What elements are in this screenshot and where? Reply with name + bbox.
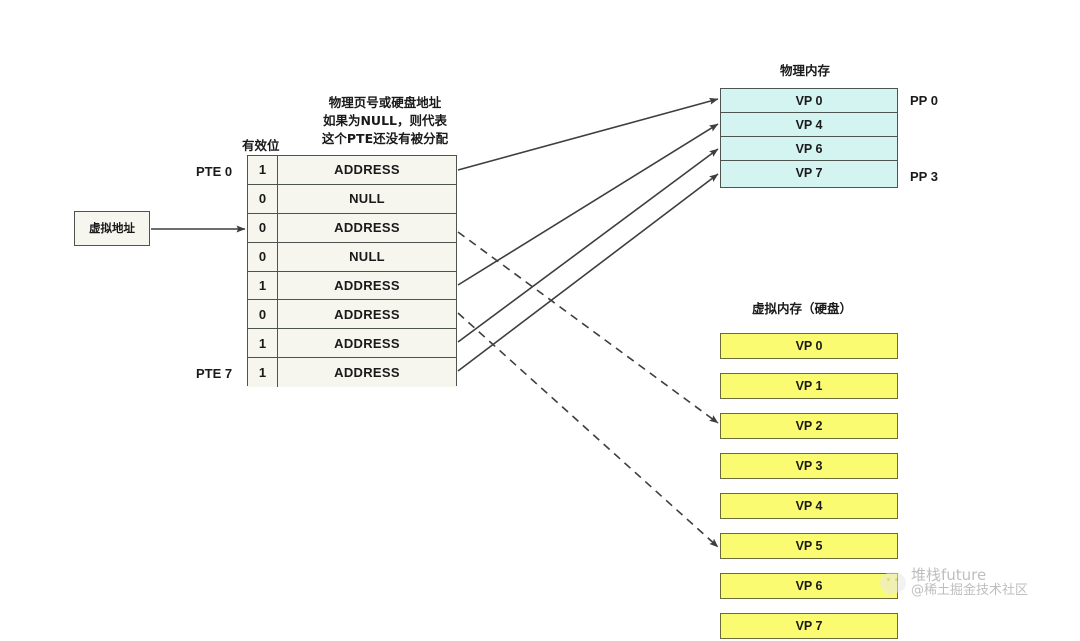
pte-address-value: ADDRESS <box>278 329 456 358</box>
pte-address-value: ADDRESS <box>278 300 456 329</box>
watermark-line-2: @稀土掘金技术社区 <box>911 582 1029 598</box>
arrow-pte4-to-pp1 <box>457 123 719 286</box>
virtual-page-block: VP 4 <box>720 493 898 519</box>
virtual-page-block: VP 5 <box>720 533 898 559</box>
physical-frame-last-label: PP 3 <box>910 169 938 184</box>
pte-address-value: NULL <box>278 184 456 213</box>
arrow-pte7-to-pp3 <box>457 173 719 372</box>
physical-frame-first-label: PP 0 <box>910 93 938 108</box>
virtual-page-block: VP 1 <box>720 373 898 399</box>
pte-address-value: ADDRESS <box>278 213 456 242</box>
pte-valid-bit: 1 <box>248 358 278 387</box>
valid-bit-header: 有效位 <box>242 138 280 153</box>
pte-valid-bit: 1 <box>248 271 278 300</box>
virtual-page-block: VP 0 <box>720 333 898 359</box>
physical-page-frame: VP 0 <box>721 89 897 114</box>
virtual-page-block: VP 7 <box>720 613 898 639</box>
pte-valid-bit: 1 <box>248 156 278 184</box>
arrow-pte6-to-pp2 <box>457 148 719 343</box>
watermark: 堆栈future @稀土掘金技术社区 <box>880 566 1029 598</box>
pte-last-label: PTE 7 <box>196 366 233 381</box>
pte-valid-bit: 1 <box>248 329 278 358</box>
arrow-pte5-to-disk-vp5 <box>457 312 719 548</box>
physical-memory-title: 物理内存 <box>780 63 831 78</box>
pte-valid-bit: 0 <box>248 184 278 213</box>
pte-valid-bit: 0 <box>248 242 278 271</box>
pte-address-value: ADDRESS <box>278 358 456 387</box>
address-note-line-1: 物理页号或硬盘地址 <box>328 95 442 110</box>
pte-valid-bit: 0 <box>248 300 278 329</box>
pte-first-label: PTE 0 <box>196 164 233 179</box>
pte-valid-bit: 0 <box>248 213 278 242</box>
wechat-icon <box>880 572 906 598</box>
address-note-line-2: 如果为NULL，则代表 <box>322 113 448 129</box>
pte-address-value: ADDRESS <box>278 156 456 184</box>
virtual-page-block: VP 6 <box>720 573 898 599</box>
virtual-memory-title: 虚拟内存（硬盘） <box>752 301 853 316</box>
watermark-line-1: 堆栈future <box>911 566 987 584</box>
physical-page-frame: VP 4 <box>721 113 897 138</box>
virtual-page-block: VP 2 <box>720 413 898 439</box>
pte-address-value: ADDRESS <box>278 271 456 300</box>
physical-page-frame: VP 7 <box>721 161 897 186</box>
arrow-pte2-to-disk-vp2 <box>457 231 719 424</box>
address-column-note: 物理页号或硬盘地址 如果为NULL，则代表 这个PTE还没有被分配 <box>300 94 470 148</box>
virtual-page-block: VP 3 <box>720 453 898 479</box>
pte-address-value: NULL <box>278 242 456 271</box>
address-note-line-3: 这个PTE还没有被分配 <box>321 131 449 147</box>
virtual-address-box: 虚拟地址 <box>74 211 150 246</box>
physical-page-frame: VP 6 <box>721 137 897 162</box>
virtual-address-label: 虚拟地址 <box>89 221 135 236</box>
arrow-pte0-to-pp0 <box>457 97 719 171</box>
